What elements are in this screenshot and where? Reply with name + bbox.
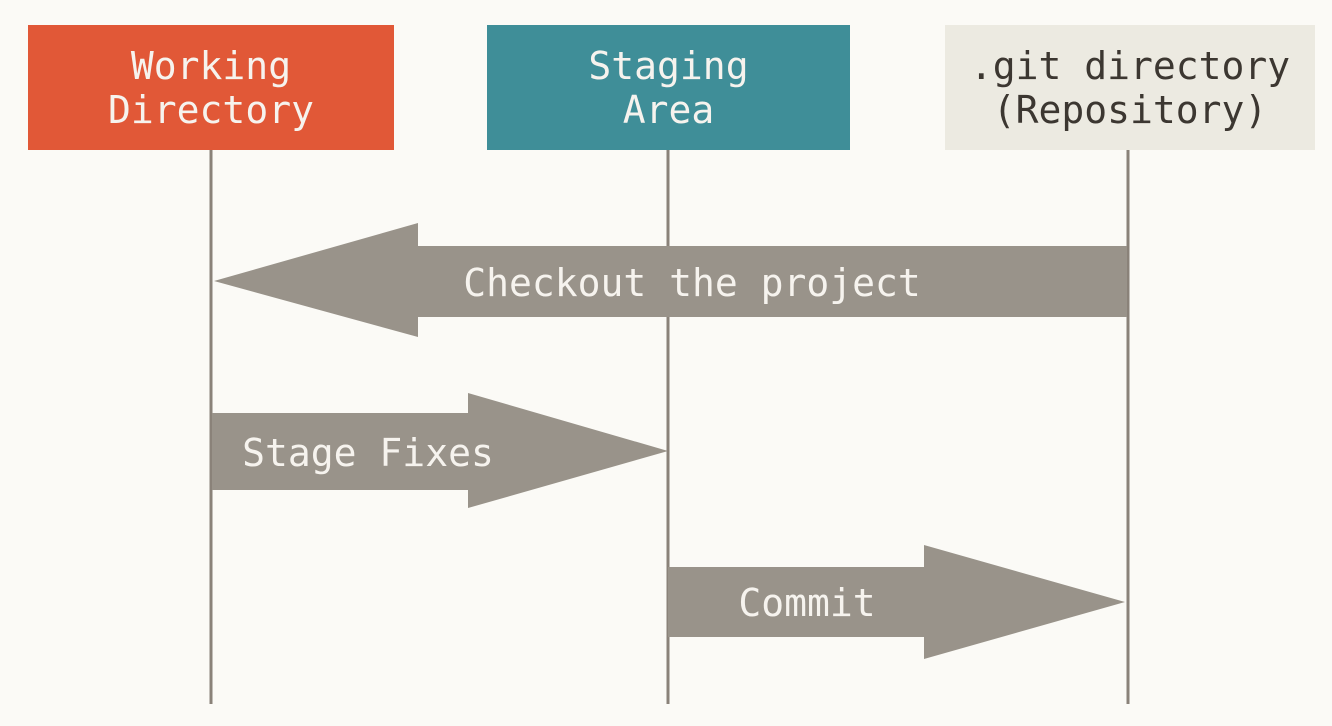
checkout-arrow-label: Checkout the project	[463, 261, 921, 305]
working-directory-box: Working Directory	[28, 25, 394, 150]
commit-arrow-label: Commit	[738, 581, 876, 625]
git-directory-box: .git directory (Repository)	[945, 25, 1315, 150]
stage-fixes-arrow	[212, 393, 668, 508]
staging-area-box: Staging Area	[487, 25, 850, 150]
stage-fixes-arrow-label: Stage Fixes	[242, 431, 494, 475]
commit-arrow	[668, 545, 1125, 659]
checkout-arrow	[214, 223, 1127, 337]
